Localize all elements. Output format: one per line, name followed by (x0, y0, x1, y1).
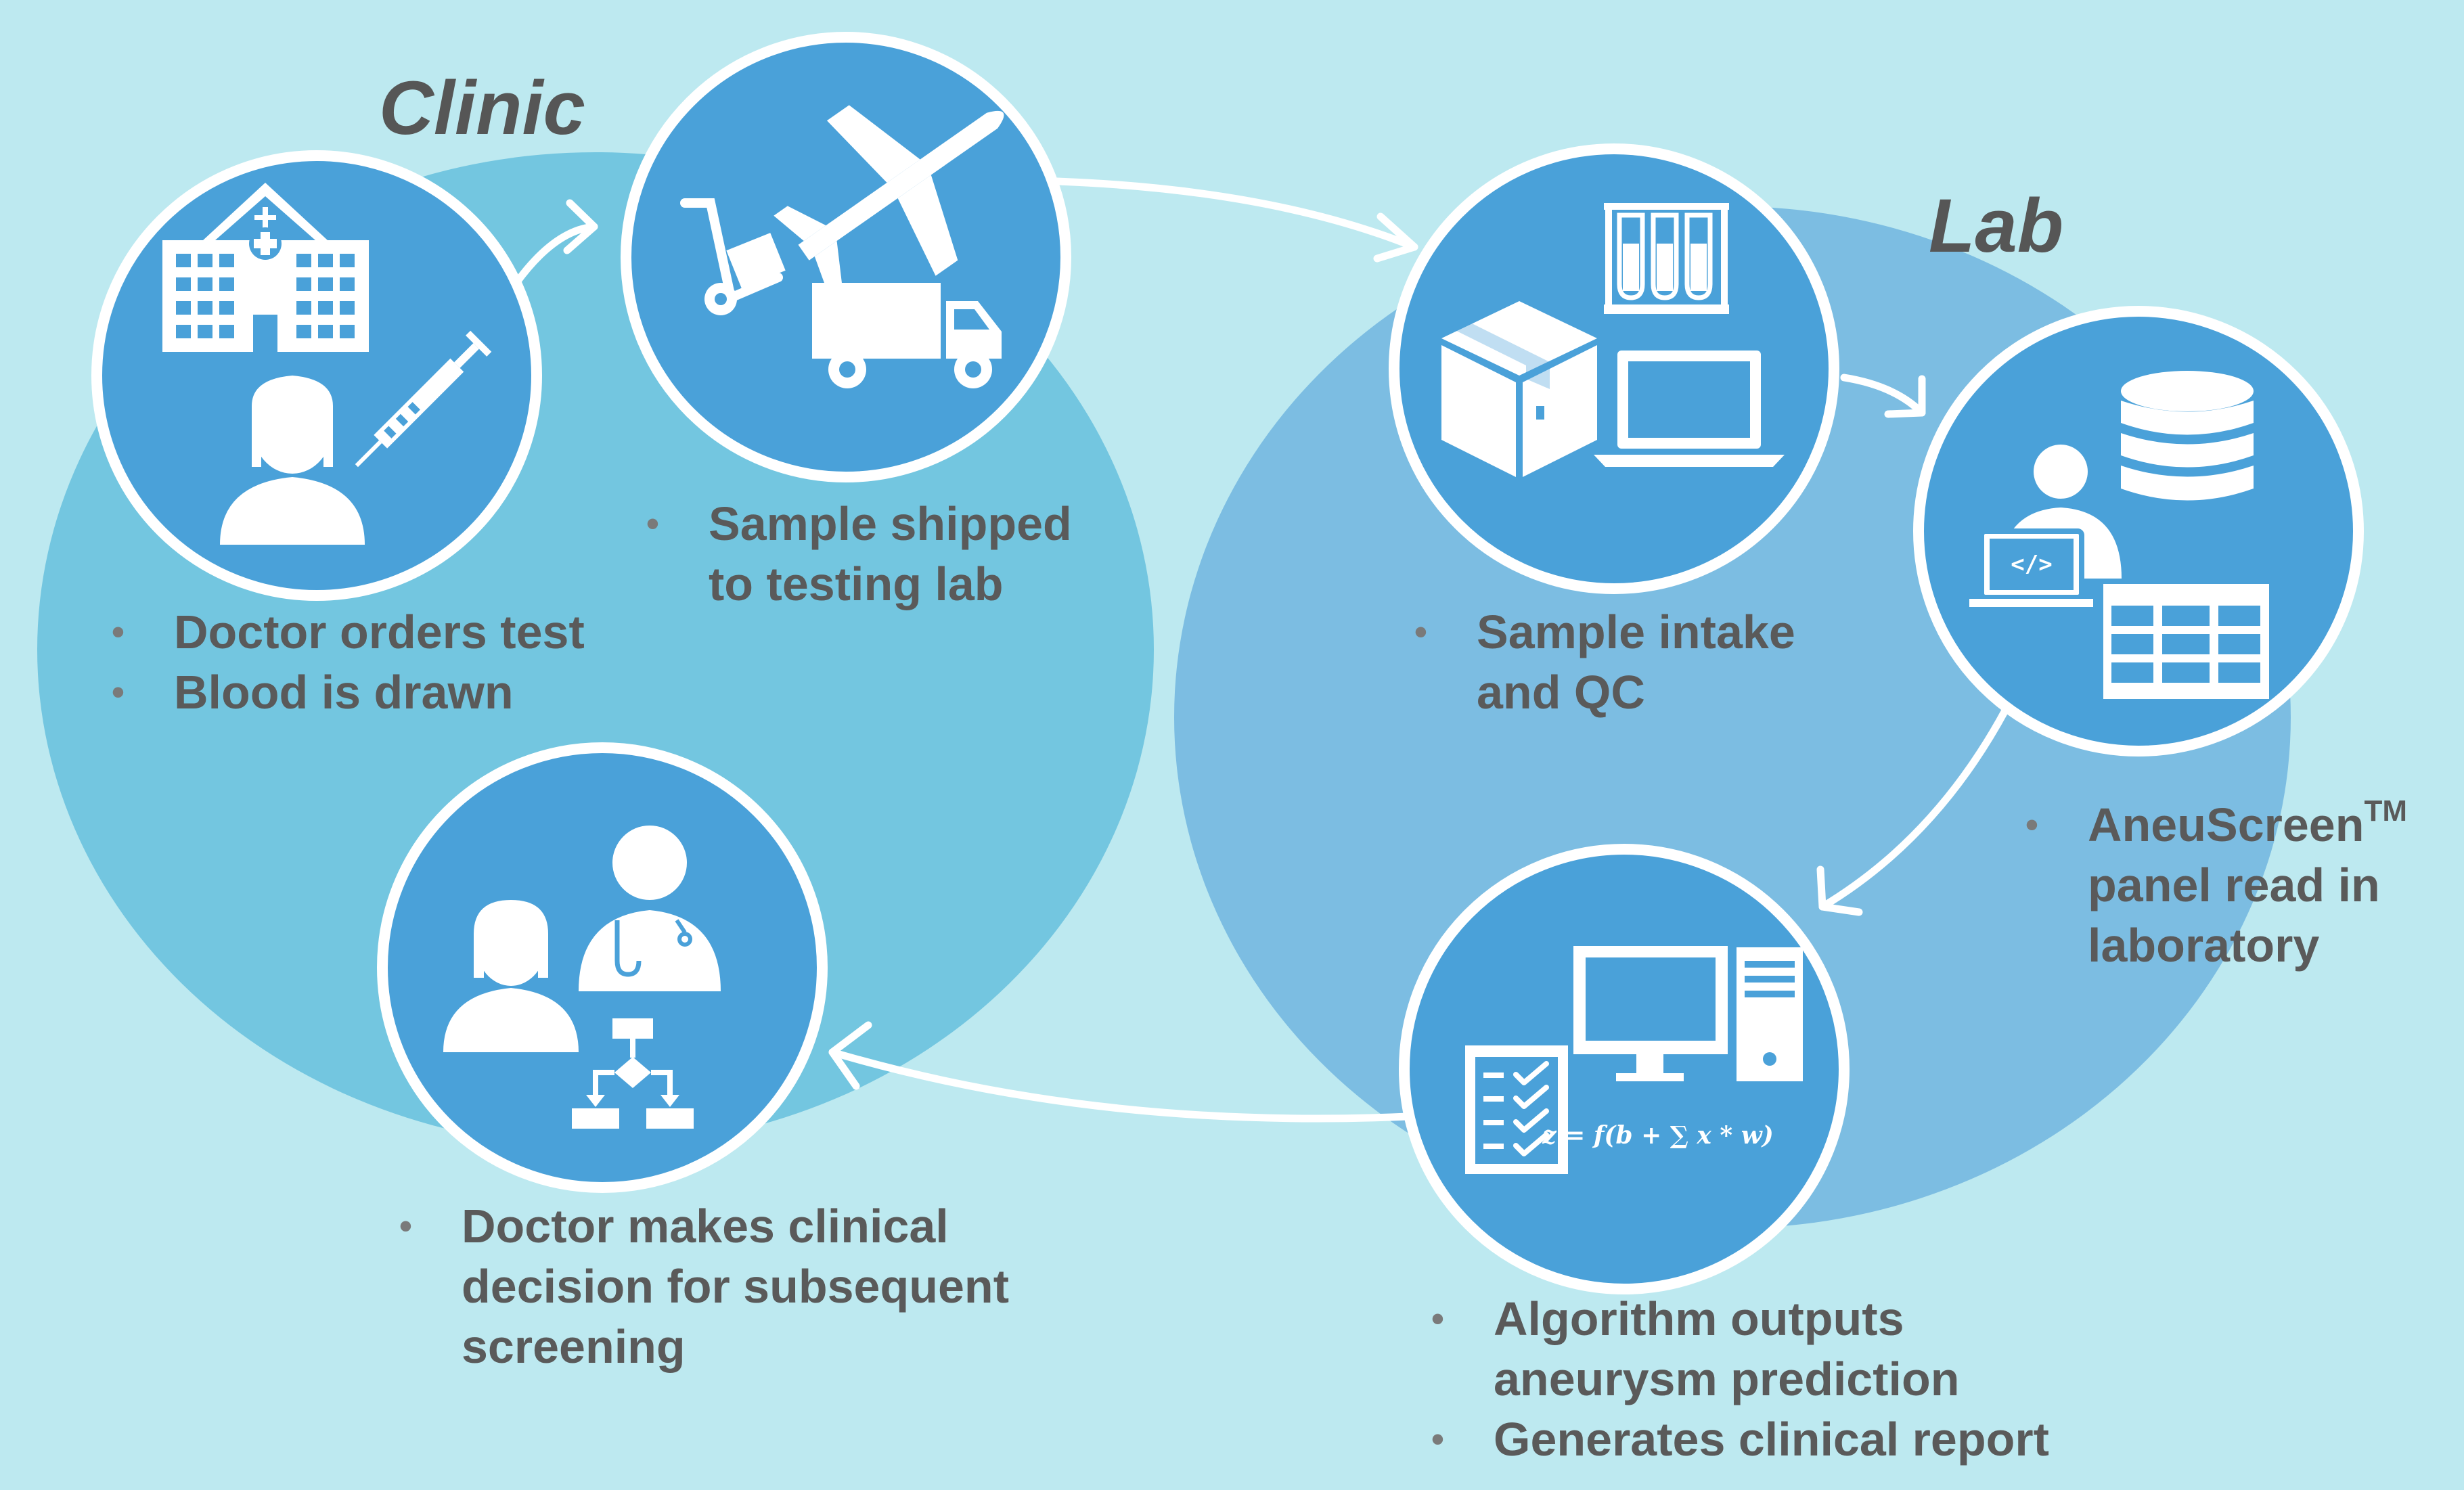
caption-ship-line: Sample shipped (709, 497, 1072, 550)
node-intake (1389, 143, 1839, 594)
caption-intake-line: Sample intake (1477, 606, 1795, 658)
coder-icon: </> (1969, 445, 2122, 607)
test-tubes-icon (1604, 203, 1729, 314)
arrow-algorithm-to-decision (828, 1048, 1412, 1123)
caption-intake-item: Sample intake and QC (1414, 602, 1795, 723)
flowchart-icon (572, 1018, 694, 1129)
caption-algorithm-item: Algorithm outputs aneurysm prediction (1431, 1289, 2049, 1409)
caption-decision-item: Doctor makes clinical decision for subseq… (399, 1196, 1009, 1377)
caption-order-item: Blood is drawn (112, 662, 585, 723)
hand-truck-icon (680, 198, 786, 315)
caption-panel: AneuScreenTM panel read in laboratory (2025, 795, 2407, 976)
monitor-icon (1573, 946, 1728, 1081)
table-icon (2103, 584, 2269, 699)
clinic-title: Clinic (379, 66, 585, 150)
caption-ship: Sample shipped to testing lab (646, 494, 1072, 614)
caption-algorithm-line: aneurysm prediction (1494, 1353, 1960, 1405)
box-icon (1441, 301, 1597, 477)
patient-icon (443, 900, 579, 1052)
caption-ship-line: to testing lab (709, 558, 1004, 610)
caption-panel-line: panel read in (2088, 859, 2380, 911)
checklist-icon (1465, 1045, 1568, 1174)
caption-decision: Doctor makes clinical decision for subseq… (399, 1196, 1009, 1377)
arrow-ship-to-intake (1053, 177, 1418, 251)
arrow-panel-to-algorithm (1818, 706, 2009, 911)
caption-algorithm-line: Algorithm outputs (1494, 1292, 1904, 1345)
patient-icon (220, 376, 365, 545)
trademark-mark: TM (2364, 794, 2408, 828)
node-algorithm: z = f(b + ∑ x * w) (1399, 844, 1850, 1294)
panel-name: AneuScreen (2088, 798, 2365, 851)
arrow-order-to-ship-head (563, 199, 598, 254)
arrow-intake-to-panel-head (1884, 375, 1926, 418)
lab-title: Lab (1929, 183, 2064, 268)
doctor-icon (579, 826, 721, 991)
caption-intake-line: and QC (1477, 666, 1645, 719)
formula: z = f(b + ∑ x * w) (1542, 1121, 1774, 1150)
caption-order: Doctor orders test Blood is drawn (112, 602, 585, 723)
arrow-ship-to-intake-head (1373, 212, 1418, 263)
computer-tower-icon (1737, 947, 1803, 1081)
caption-report-item: Generates clinical report (1431, 1409, 2049, 1470)
flow-arrows (512, 177, 2009, 1123)
arrow-intake-to-panel (1840, 374, 1926, 417)
caption-algorithm: Algorithm outputs aneurysm prediction Gen… (1431, 1289, 2049, 1470)
database-icon (2121, 371, 2254, 501)
caption-decision-line: screening (462, 1320, 686, 1373)
caption-decision-line: Doctor makes clinical (462, 1200, 949, 1252)
arrow-panel-to-algorithm-head (1816, 865, 1863, 916)
laptop-icon (1594, 351, 1785, 467)
caption-panel-item: AneuScreenTM panel read in laboratory (2025, 795, 2407, 976)
caption-intake: Sample intake and QC (1414, 602, 1795, 723)
node-panel: </> (1913, 306, 2364, 757)
node-decision (377, 742, 828, 1193)
arrow-algorithm-to-decision-head (828, 1021, 872, 1090)
hospital-icon (162, 183, 369, 352)
arrow-order-to-ship (512, 223, 598, 287)
caption-panel-line: laboratory (2088, 919, 2320, 972)
caption-decision-line: decision for subsequent (462, 1260, 1009, 1313)
svg-text:</>: </> (2011, 551, 2052, 578)
caption-order-item: Doctor orders test (112, 602, 585, 662)
syringe-icon (355, 330, 492, 468)
node-order-test (91, 150, 542, 601)
truck-icon (812, 283, 1002, 388)
caption-ship-item: Sample shipped to testing lab (646, 494, 1072, 614)
node-ship (621, 32, 1071, 482)
airplane-icon (774, 105, 1004, 294)
